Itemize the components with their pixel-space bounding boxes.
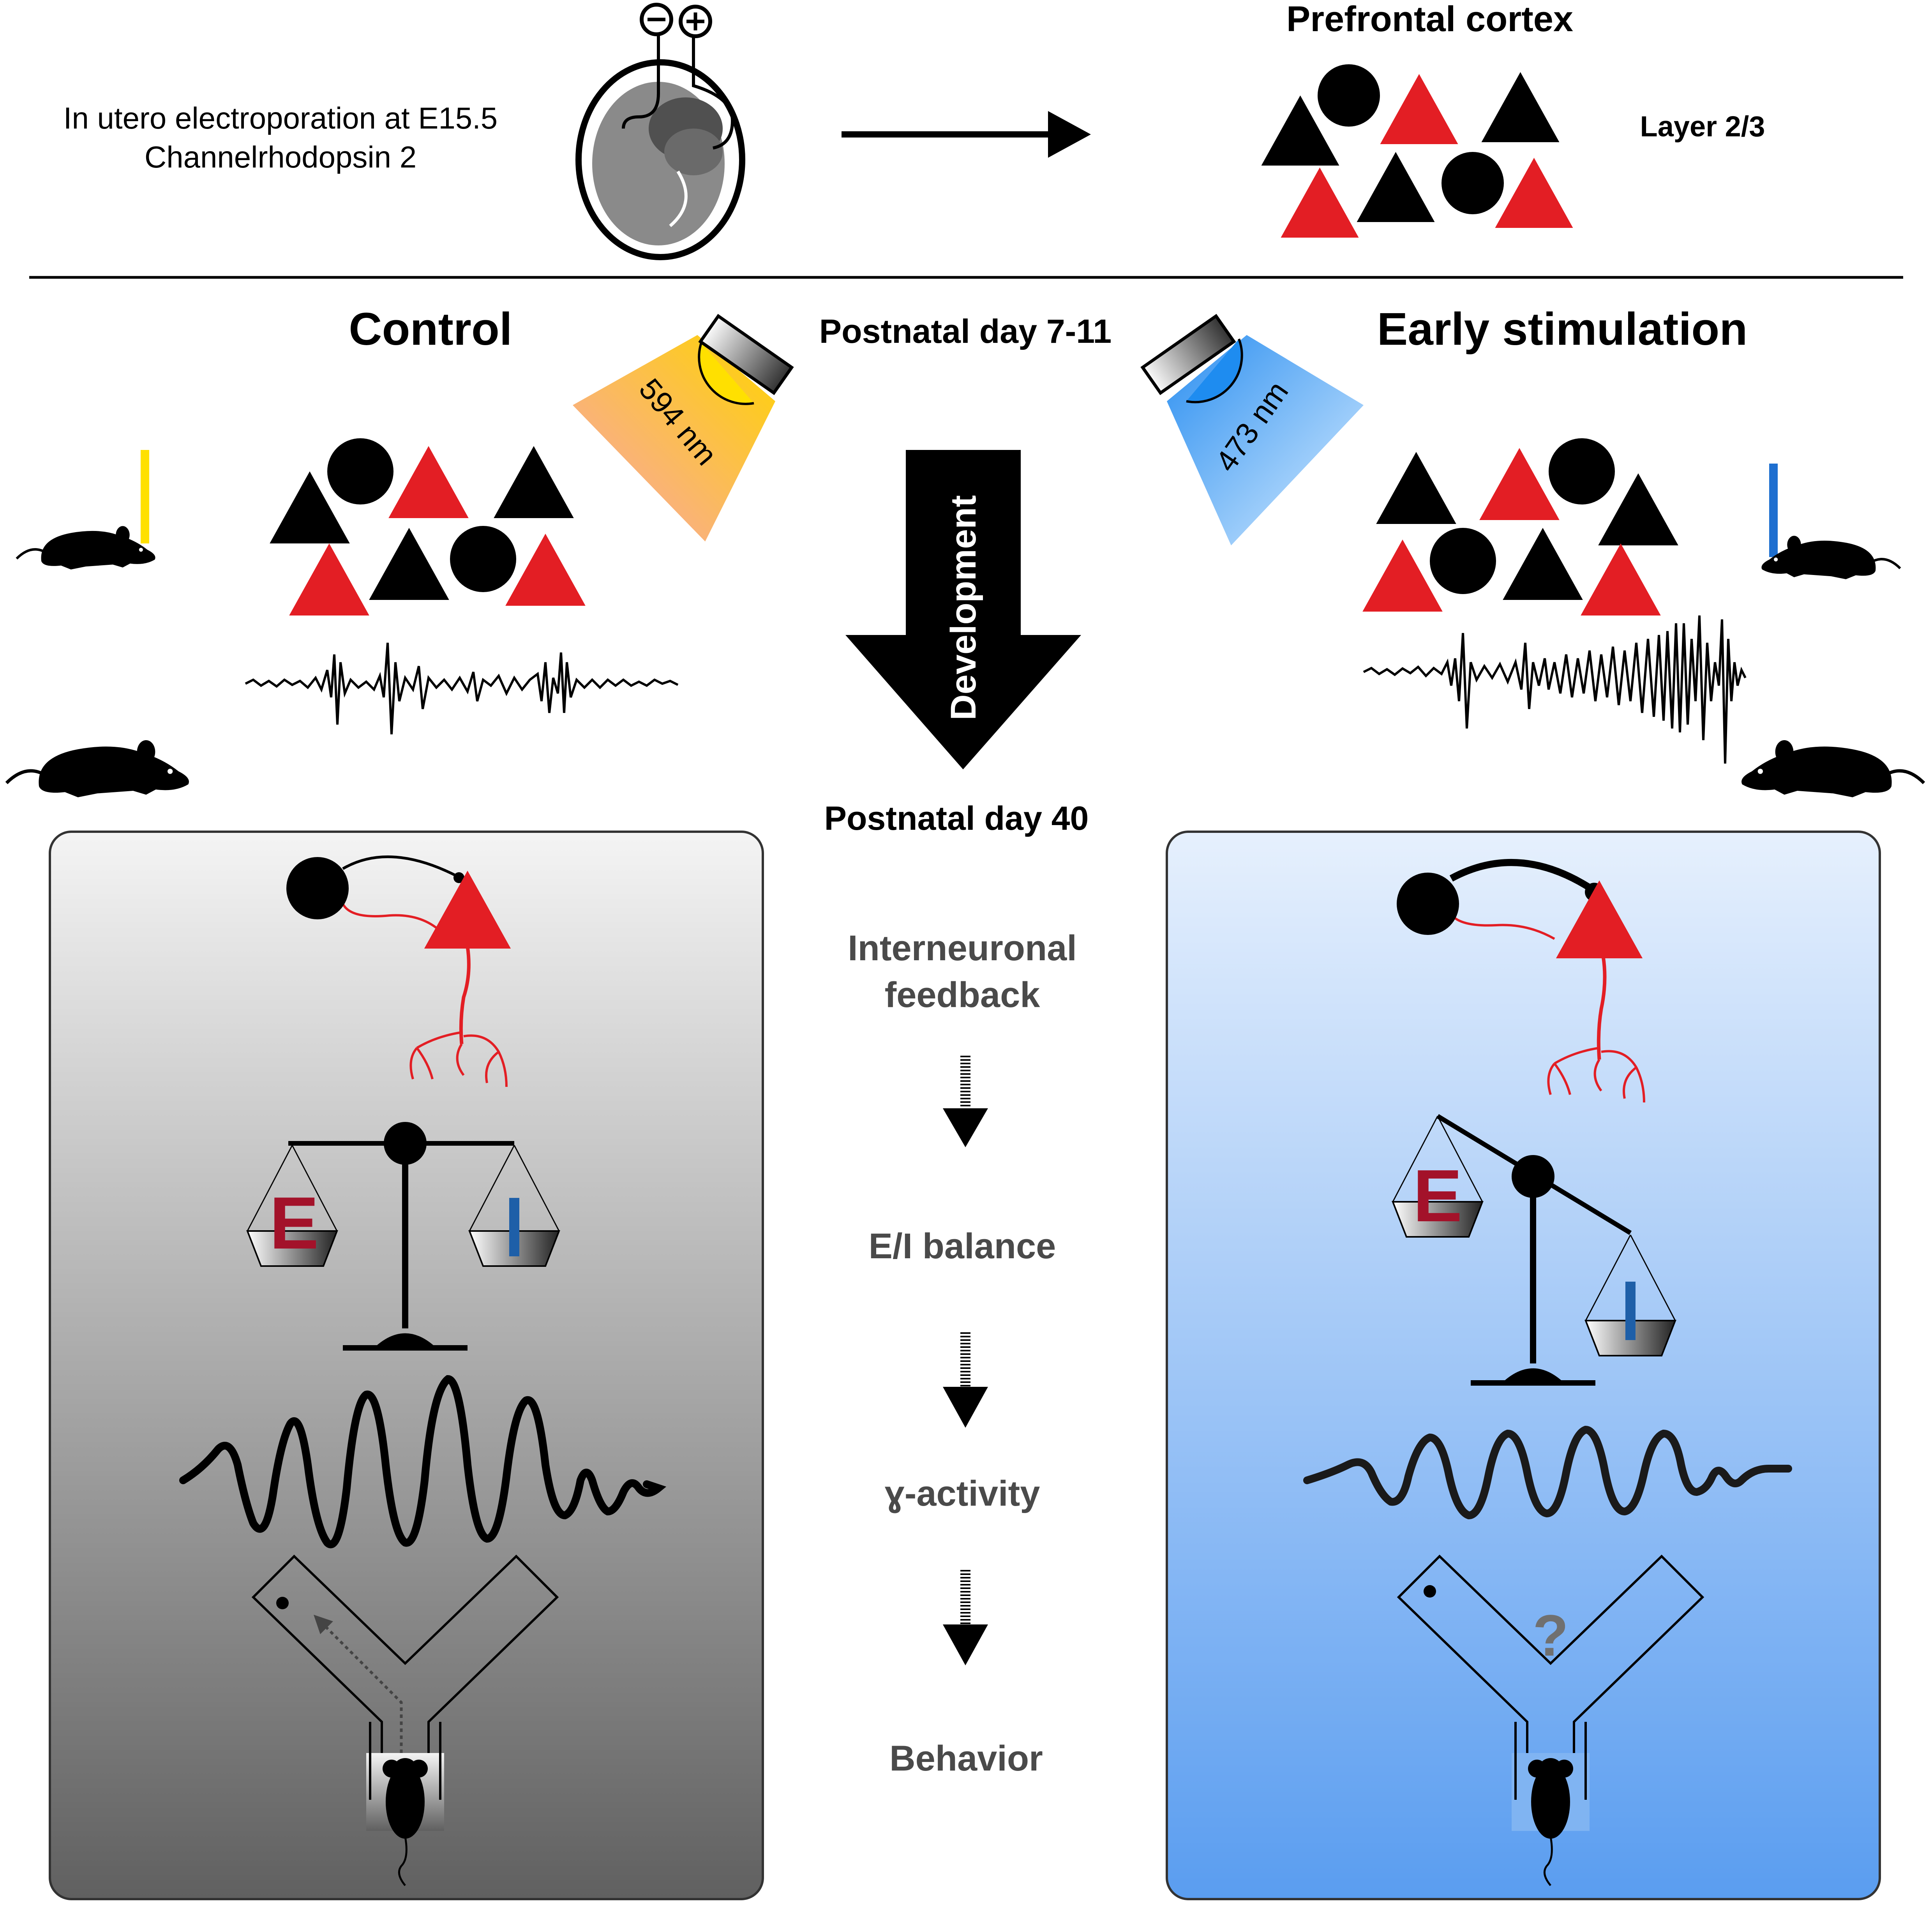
embryo-electroporation-illustration bbox=[575, 3, 745, 260]
stim-interneuron-icon bbox=[1397, 873, 1459, 935]
step-arrow-2 bbox=[943, 1332, 988, 1428]
step-ei-balance: E/I balance bbox=[869, 1226, 1056, 1266]
control-panel bbox=[49, 831, 764, 1900]
neuron-population-top bbox=[1261, 64, 1573, 238]
neuron-population-control bbox=[270, 438, 586, 616]
step-interneuronal: Interneuronal bbox=[848, 928, 1077, 968]
stim-y-maze: ? bbox=[1397, 1554, 1704, 1886]
stim-gamma-wave bbox=[1303, 1425, 1792, 1520]
layer-label: Layer 2/3 bbox=[1640, 110, 1765, 143]
control-title: Control bbox=[349, 303, 512, 355]
control-pup bbox=[17, 450, 155, 570]
control-excitation-letter: E bbox=[270, 1182, 319, 1265]
stim-reward-dot bbox=[1424, 1585, 1436, 1598]
yellow-light-source: 594 nm bbox=[573, 314, 794, 541]
method-line-2: Channelrhodopsin 2 bbox=[145, 140, 416, 174]
stim-microcircuit bbox=[1397, 859, 1645, 1103]
region-title: Prefrontal cortex bbox=[1286, 0, 1573, 39]
control-adult-mouse bbox=[7, 740, 189, 797]
age-end-label: Postnatal day 40 bbox=[824, 800, 1089, 837]
interneuron-icon bbox=[286, 857, 349, 919]
step-arrow-1 bbox=[943, 1056, 988, 1147]
control-microcircuit bbox=[286, 855, 511, 1087]
stim-inhibition-bar bbox=[1625, 1282, 1636, 1340]
stim-panel bbox=[1166, 831, 1881, 1900]
step-feedback: feedback bbox=[885, 975, 1041, 1015]
control-gamma-wave bbox=[179, 1375, 667, 1548]
age-start-label: Postnatal day 7-11 bbox=[819, 313, 1112, 350]
stim-maze-mouse bbox=[1528, 1758, 1573, 1886]
stim-activity-trace bbox=[1363, 615, 1747, 764]
blue-light-source: 473 nm bbox=[1140, 314, 1364, 545]
control-reward-dot bbox=[276, 1597, 289, 1609]
control-balance-scale: E bbox=[246, 1122, 560, 1351]
step-behavior: Behavior bbox=[889, 1739, 1043, 1778]
stim-pup bbox=[1761, 464, 1900, 579]
control-maze-mouse bbox=[383, 1758, 428, 1886]
stim-adult-mouse bbox=[1741, 740, 1924, 797]
method-line-1: In utero electroporation at E15.5 bbox=[64, 101, 498, 135]
step-arrow-3 bbox=[943, 1570, 988, 1665]
development-label: Development bbox=[944, 495, 983, 720]
stim-unknown-mark: ? bbox=[1533, 1603, 1569, 1668]
stim-title: Early stimulation bbox=[1377, 303, 1748, 355]
progression-arrow bbox=[842, 111, 1091, 158]
stim-excitation-letter: E bbox=[1413, 1155, 1463, 1237]
neuron-population-stim bbox=[1362, 438, 1678, 616]
development-arrow: Development bbox=[845, 450, 1081, 769]
step-gamma-activity: ɣ-activity bbox=[885, 1474, 1040, 1513]
stim-balance-scale: E bbox=[1392, 1114, 1676, 1386]
control-inhibition-bar bbox=[509, 1198, 519, 1256]
control-activity-trace bbox=[245, 642, 679, 735]
control-y-maze bbox=[251, 1554, 559, 1886]
